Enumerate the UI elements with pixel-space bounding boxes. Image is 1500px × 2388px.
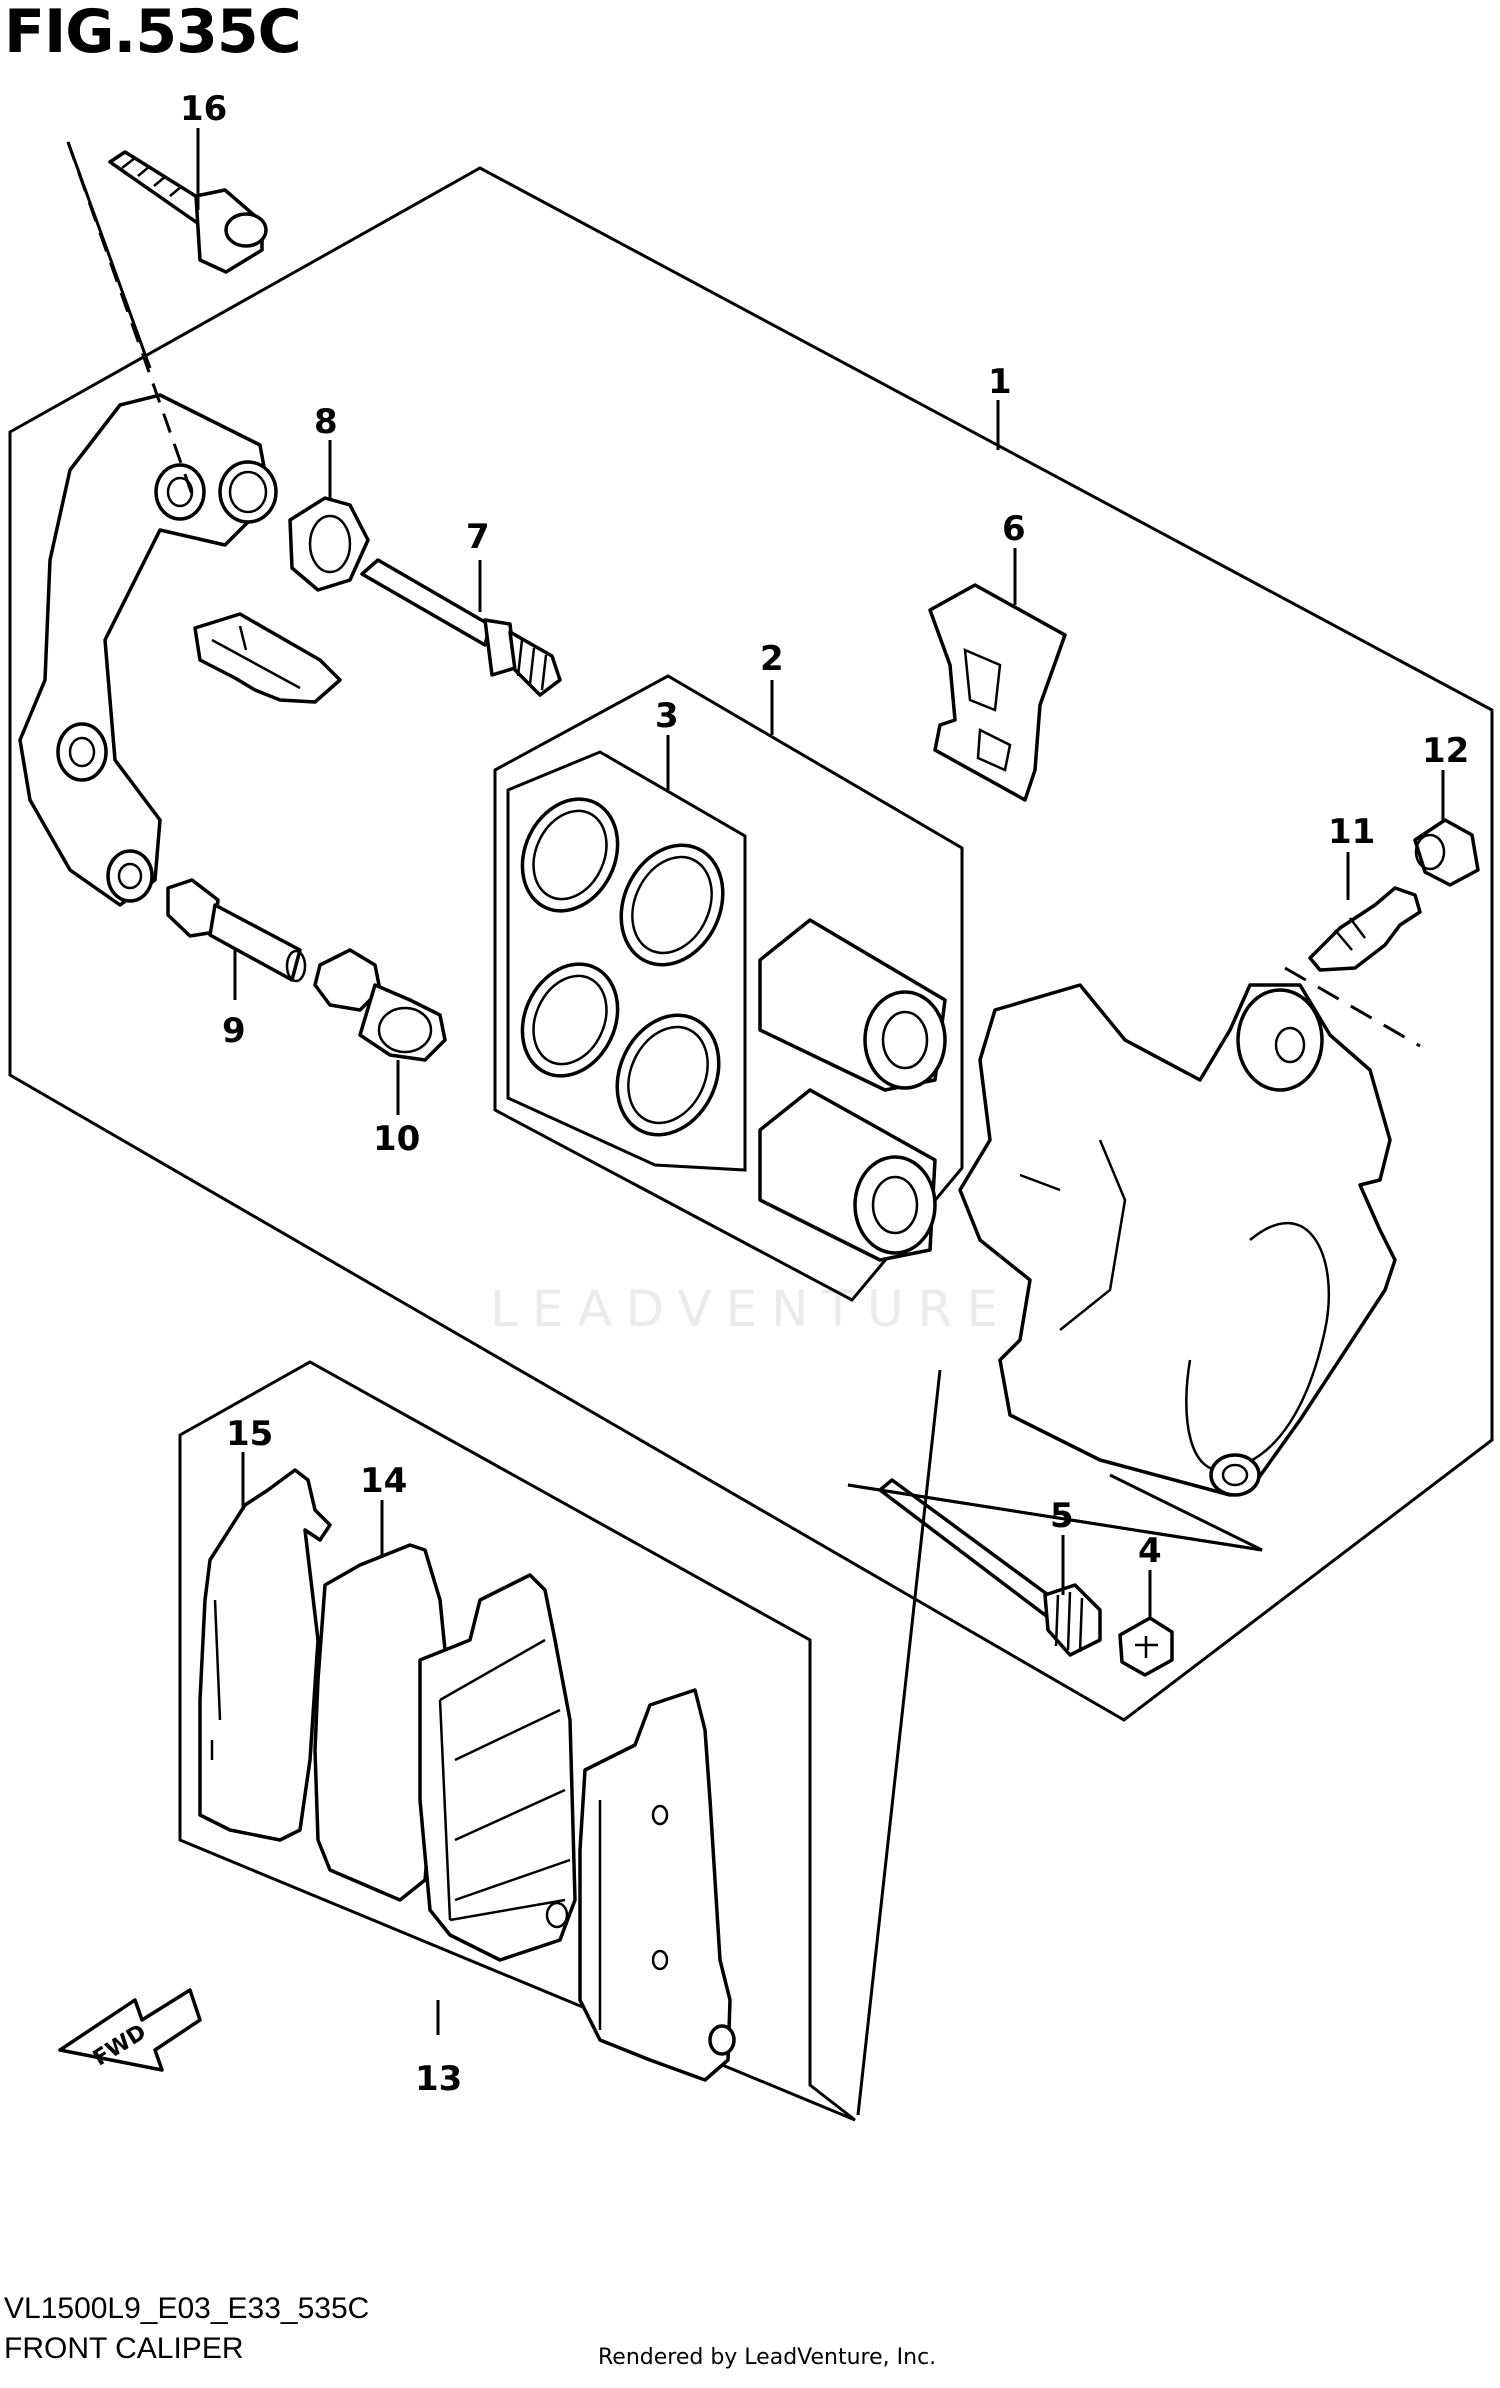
figure-name: FRONT CALIPER (4, 2332, 244, 2365)
figure-title: FIG.535C (4, 0, 302, 67)
part-12-cap (1413, 818, 1480, 887)
part-11-bleeder (1308, 886, 1422, 972)
caliper-body (958, 983, 1397, 1497)
callout-9: 9 (222, 1011, 246, 1051)
model-code: VL1500L9_E03_E33_535C (4, 2292, 370, 2325)
leader-5-fan (847, 1369, 1263, 2116)
callout-1: 1 (988, 362, 1012, 402)
part-16-bolt (108, 150, 268, 274)
callout-5: 5 (1050, 1496, 1074, 1536)
callouts: 16 1 8 7 6 2 3 12 11 9 10 15 14 5 4 13 (180, 89, 1469, 2099)
callout-3: 3 (655, 696, 679, 736)
callout-11: 11 (1328, 812, 1375, 852)
leader-lines (196, 128, 1445, 2035)
part-15-shim (198, 1468, 332, 1842)
leader-16-left (66, 141, 152, 369)
callout-10: 10 (373, 1119, 420, 1159)
watermark: LEADVENTURE (490, 1280, 1012, 1338)
brake-pad-outer (578, 1688, 736, 2082)
part-8-boot (288, 496, 370, 592)
part-4-cap (1118, 1616, 1174, 1677)
part-9-pin (166, 878, 307, 983)
callout-15: 15 (226, 1414, 273, 1454)
render-credit: Rendered by LeadVenture, Inc. (598, 2345, 937, 2370)
part-14-shim (313, 1543, 447, 1902)
callout-4: 4 (1138, 1531, 1162, 1571)
fwd-arrow-icon (58, 1988, 202, 2072)
caliper-assembly-outline (8, 166, 1494, 1722)
pistons (758, 918, 947, 1262)
part-7-pin (360, 558, 562, 697)
callout-16: 16 (180, 89, 227, 129)
brake-pad-inner (418, 1573, 577, 1962)
part-3-piston-seals (520, 797, 725, 1137)
callout-7: 7 (466, 517, 490, 557)
callout-13: 13 (415, 2059, 462, 2099)
part-10-boot (313, 948, 447, 1062)
callout-8: 8 (314, 402, 338, 442)
part-6-pad-spring (928, 583, 1067, 802)
callout-14: 14 (360, 1461, 407, 1501)
seal-kit-outline (493, 674, 964, 1302)
callout-2: 2 (760, 639, 784, 679)
piston-seal-outline (506, 750, 747, 1172)
pad-set-outline (178, 1360, 856, 2122)
caliper-bracket (18, 393, 342, 907)
callout-12: 12 (1422, 731, 1469, 771)
leader-11-dashed (1284, 966, 1421, 1048)
callout-6: 6 (1002, 509, 1026, 549)
